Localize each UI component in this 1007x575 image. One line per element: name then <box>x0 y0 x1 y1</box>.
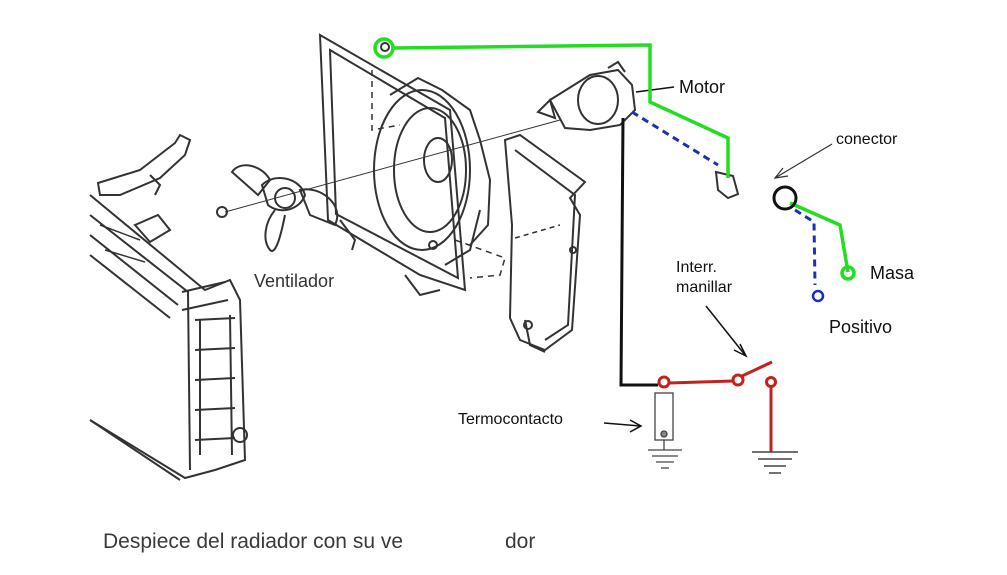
switch-arrow <box>705 305 748 358</box>
label-positivo: Positivo <box>829 317 893 337</box>
label-interr-line1: Interr. <box>676 259 717 276</box>
caption-tail: dor <box>505 530 536 553</box>
motor-plug <box>714 170 740 200</box>
ground-wire <box>373 37 856 281</box>
shroud-hidden-lines <box>371 70 506 279</box>
conector-arrow <box>773 143 833 179</box>
radiator <box>89 194 248 481</box>
axis-line <box>224 119 561 213</box>
label-termocontacto: Termocontacto <box>458 411 563 428</box>
positive-wire <box>631 110 817 286</box>
caption: Despiece del radiador con su ve <box>103 530 404 553</box>
label-interr-line2: manillar <box>676 279 733 296</box>
termocontacto-sensor <box>648 392 682 469</box>
connector-ring <box>772 185 798 211</box>
label-motor: Motor <box>679 77 726 97</box>
caption-gap <box>452 526 506 558</box>
label-ventilador: Ventilador <box>254 271 335 291</box>
bracket <box>96 133 192 196</box>
label-conector: conector <box>836 131 898 148</box>
label-interruptor: Interr. manillar <box>676 258 732 298</box>
termocontacto-arrow <box>603 419 643 433</box>
motor-leader <box>635 86 675 93</box>
positive-terminal <box>811 289 825 303</box>
switch-circuit <box>657 360 777 452</box>
label-masa: Masa <box>870 263 915 283</box>
motor <box>536 60 637 132</box>
fan-blades <box>216 164 339 252</box>
fan-shroud <box>318 33 492 297</box>
back-plate <box>503 133 587 353</box>
signal-wire <box>619 117 658 387</box>
ground-symbol <box>752 451 798 474</box>
